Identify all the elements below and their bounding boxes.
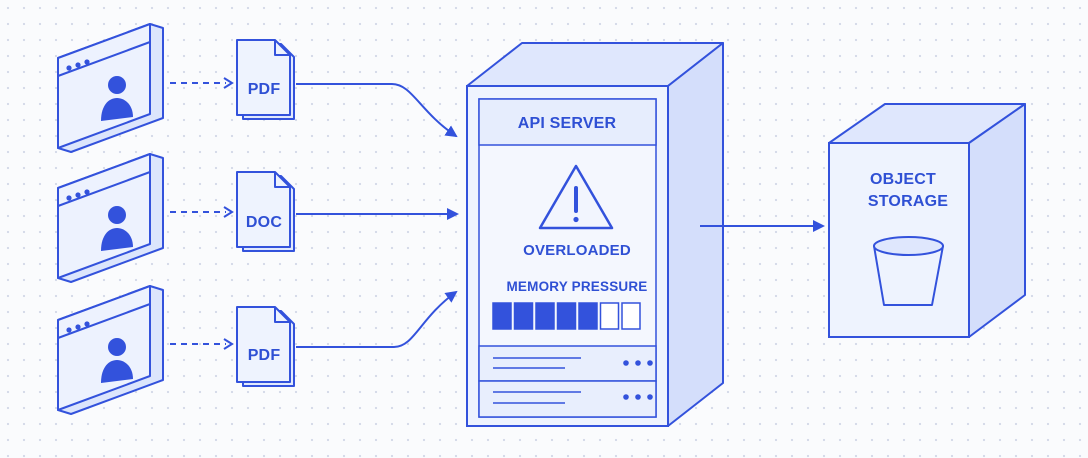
client-window-3 [57, 285, 164, 415]
client-window-2 [57, 153, 164, 283]
dashed-arrow-1 [170, 77, 234, 89]
bucket-icon [873, 236, 944, 306]
user-icon [101, 76, 133, 121]
dashed-arrow-3 [170, 338, 234, 350]
meter-segment-filled [556, 302, 577, 330]
meter-segment-filled [535, 302, 555, 330]
server-title-bar [478, 98, 657, 146]
document-3: PDF [236, 306, 295, 387]
file-icon [236, 306, 295, 387]
storage-title-line-2: STORAGE [868, 193, 948, 210]
storage-title-line-1: OBJECT [870, 171, 936, 188]
object-storage: OBJECT STORAGE [828, 103, 1026, 338]
warning-icon [538, 164, 614, 230]
file-icon [236, 39, 295, 120]
client-window-1 [57, 23, 164, 153]
upload-arrow-1 [296, 83, 458, 138]
file-icon [236, 171, 295, 252]
document-label: PDF [248, 347, 281, 364]
document-1: PDF [236, 39, 295, 120]
meter-segment-empty [599, 302, 620, 330]
drive-bay-2 [478, 380, 657, 418]
document-label: PDF [248, 81, 281, 98]
document-label: DOC [246, 214, 282, 231]
user-icon [101, 206, 133, 251]
upload-arrow-3 [296, 290, 458, 348]
user-icon [101, 338, 133, 383]
meter-segment-filled [492, 302, 512, 330]
drive-bay-1 [478, 345, 657, 382]
dashed-arrow-2 [170, 206, 234, 218]
meter-segment-filled [513, 302, 534, 330]
memory-pressure-label: MEMORY PRESSURE [506, 279, 647, 294]
memory-pressure-meter [492, 302, 641, 330]
meter-segment-empty [621, 302, 641, 330]
api-server: API SERVER OVERLOADED MEMORY PRESSURE [466, 42, 724, 427]
meter-segment-filled [578, 302, 598, 330]
server-status: OVERLOADED [523, 242, 631, 259]
server-title: API SERVER [518, 115, 617, 132]
document-2: DOC [236, 171, 295, 252]
